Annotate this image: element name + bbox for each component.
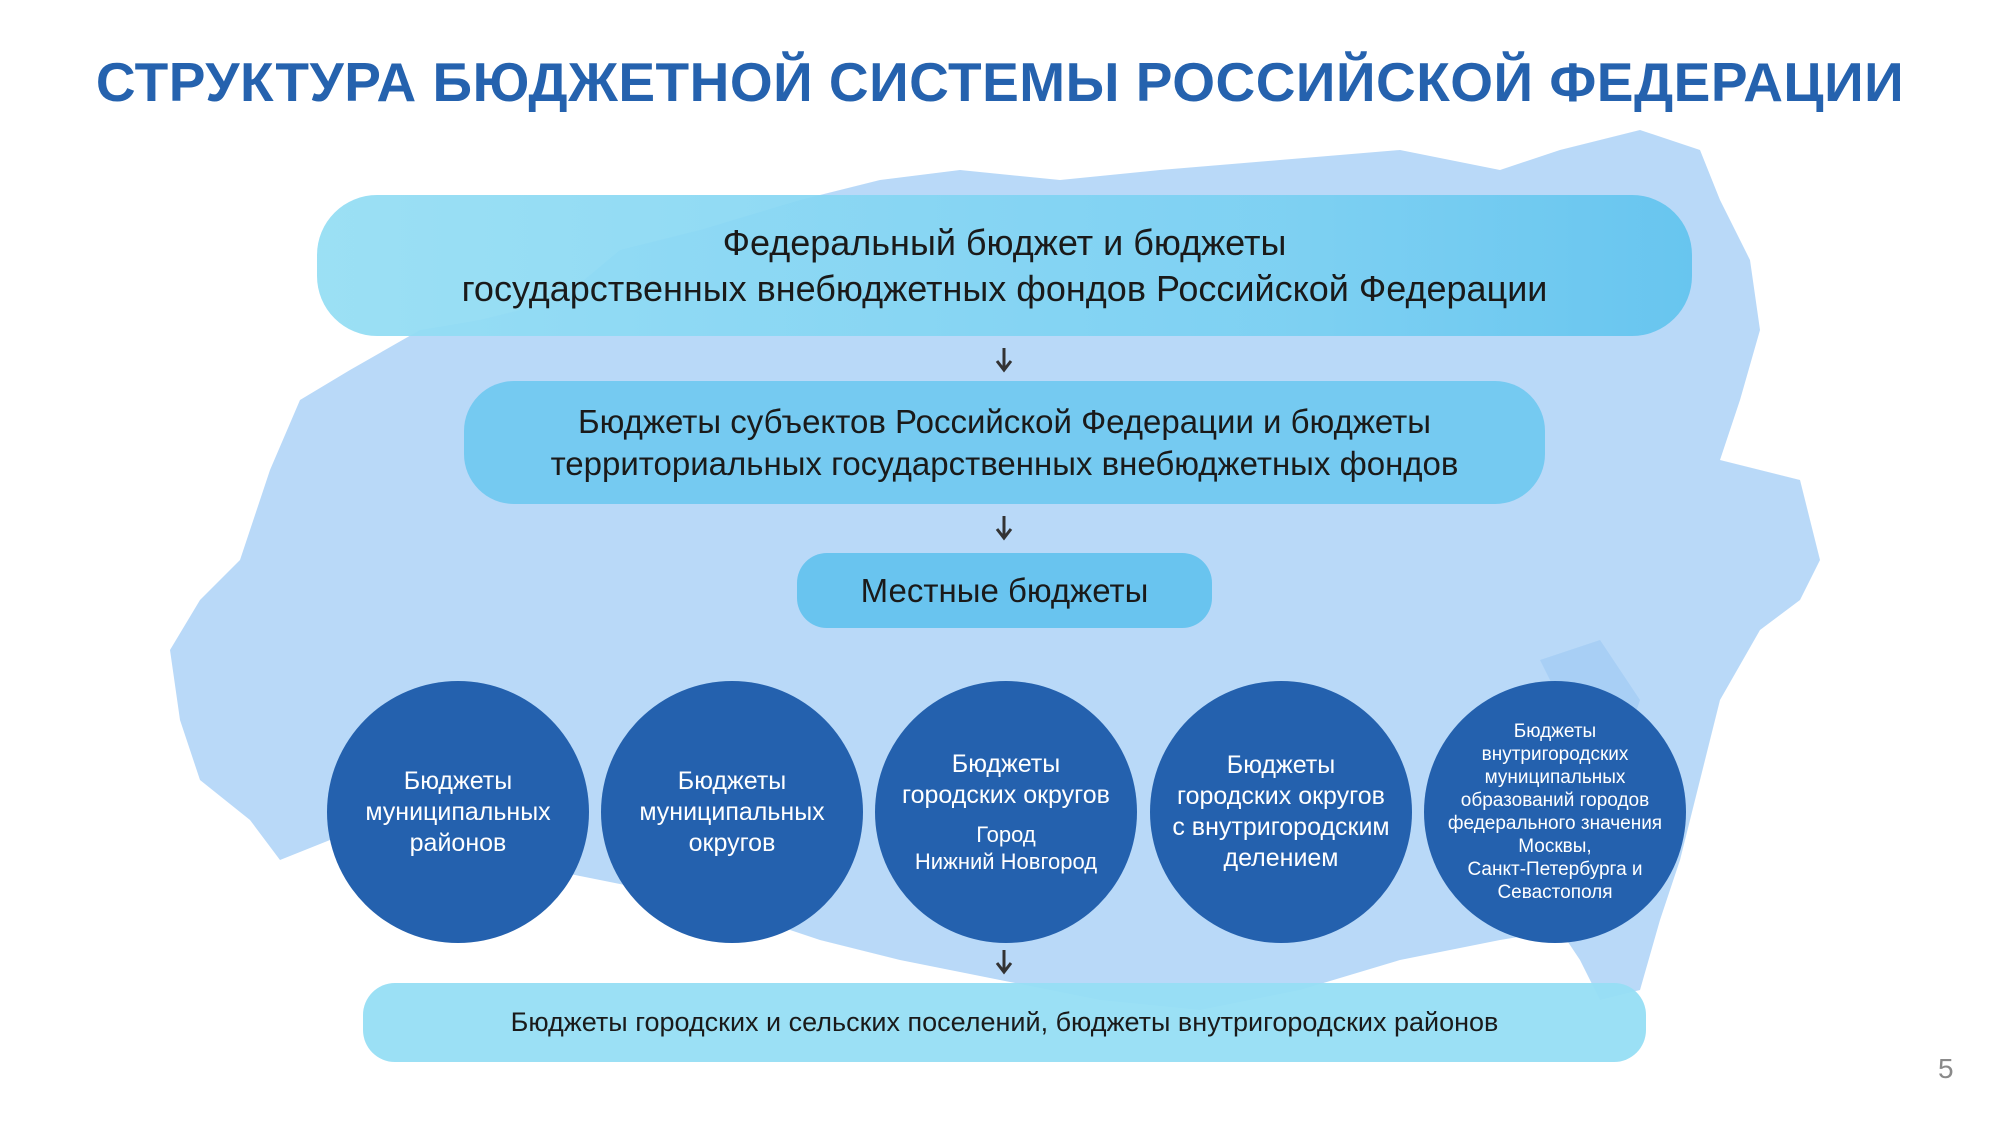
- circle-line: Бюджеты: [1513, 721, 1597, 742]
- regional-line-2: территориальных государственных внебюдже…: [550, 444, 1459, 482]
- arrow-down-icon: [995, 516, 1013, 541]
- arrow-down-icon: [995, 950, 1013, 975]
- settlements-budget-box: Бюджеты городских и сельских поселений, …: [363, 983, 1646, 1062]
- federal-line-2: государственных внебюджетных фондов Росс…: [461, 267, 1548, 309]
- federal-line-1: Федеральный бюджет и бюджеты: [722, 221, 1287, 263]
- circle-sub-line: Нижний Новгород: [914, 849, 1098, 874]
- circle-line: Бюджеты: [1226, 751, 1336, 779]
- circle-line: районов: [409, 828, 507, 857]
- circle-line: муниципальных: [1484, 767, 1626, 788]
- page-title: СТРУКТУРА БЮДЖЕТНОЙ СИСТЕМЫ РОССИЙСКОЙ Ф…: [95, 51, 1905, 113]
- circle-line: Санкт-Петербурга и: [1467, 859, 1643, 880]
- page-number: 5: [1938, 1053, 1954, 1084]
- circle-city-okrugs: Бюджеты городских округов Город Нижний Н…: [875, 681, 1137, 943]
- circle-municipal-okrugs: Бюджеты муниципальных округов: [601, 681, 863, 943]
- circle-city-okrugs-with-division: Бюджеты городских округов с внутригородс…: [1150, 681, 1412, 943]
- circle-line: городских округов: [902, 781, 1110, 809]
- circle-federal-cities: Бюджеты внутригородских муниципальных об…: [1424, 681, 1686, 943]
- circle-line: муниципальных: [639, 797, 825, 826]
- local-budget-box: Местные бюджеты: [797, 553, 1212, 628]
- circle-line: округов: [688, 828, 776, 857]
- circle-line: Бюджеты: [403, 766, 513, 795]
- circle-line: Бюджеты: [951, 750, 1061, 778]
- circle-line: делением: [1223, 844, 1339, 872]
- circle-line: с внутригородским: [1172, 813, 1390, 841]
- circle-line: Бюджеты: [677, 766, 787, 795]
- circle-municipal-districts: Бюджеты муниципальных районов: [327, 681, 589, 943]
- circle-sub-line: Город: [976, 822, 1036, 847]
- regional-line-1: Бюджеты субъектов Российской Федерации и…: [578, 402, 1431, 440]
- circle-line: федерального значения: [1447, 813, 1663, 834]
- circle-line: Москвы,: [1518, 836, 1592, 857]
- arrow-down-icon: [995, 348, 1013, 373]
- circle-line: муниципальных: [365, 797, 551, 826]
- circle-line: образований городов: [1460, 790, 1650, 811]
- circle-line: внутригородских: [1481, 744, 1629, 765]
- regional-budget-box: Бюджеты субъектов Российской Федерации и…: [464, 381, 1545, 504]
- circle-line: городских округов: [1177, 782, 1385, 810]
- circle-line: Севастополя: [1497, 882, 1613, 903]
